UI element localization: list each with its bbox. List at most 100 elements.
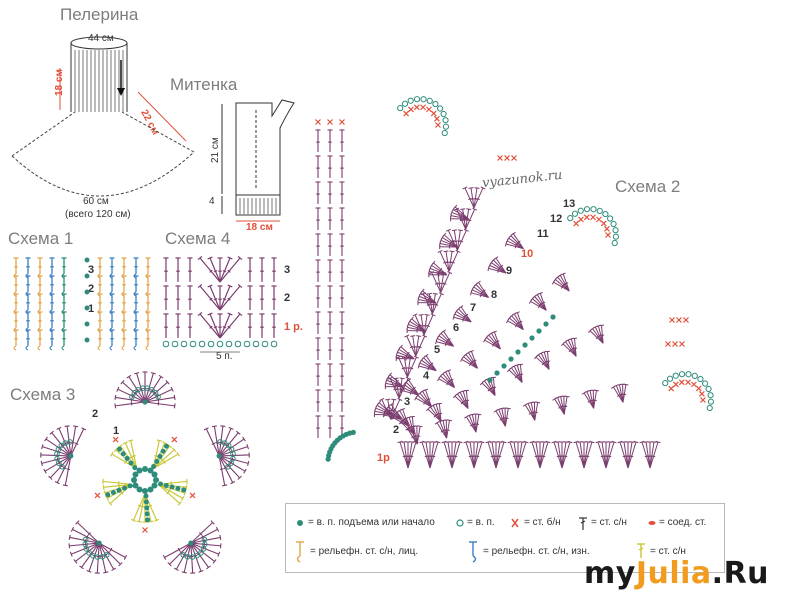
chain-stitch	[407, 97, 414, 104]
dc-stem	[560, 396, 565, 415]
dc-stem	[504, 408, 509, 427]
dc-top-bar	[197, 255, 203, 261]
dc-stem	[605, 441, 615, 469]
chain-stitch	[82, 536, 89, 543]
dc-stem	[439, 421, 448, 439]
dc-stitch	[533, 441, 541, 469]
dc-cross-bar	[497, 269, 500, 273]
dc-stem	[390, 404, 402, 420]
dc-stitch	[145, 257, 151, 274]
dc-stem	[589, 330, 604, 344]
chain-start-stitch	[120, 451, 126, 457]
chain-start-stitch	[84, 257, 90, 263]
chain-stitch	[685, 371, 692, 378]
dc-cross-bar	[222, 297, 227, 301]
dc-stem	[436, 422, 448, 439]
dc-stem	[465, 441, 475, 469]
dc-cross-bar	[427, 366, 430, 371]
dc-stitch	[133, 275, 139, 292]
dc-stem	[423, 357, 437, 372]
dc-stem	[69, 536, 100, 544]
dc-top-bar	[81, 427, 87, 431]
dc-top-bar	[154, 518, 160, 522]
dc-top-bar	[449, 250, 455, 253]
dc-top-bar	[173, 403, 176, 409]
dc-stem	[491, 262, 507, 274]
dc-stem	[403, 384, 420, 396]
dc-stitch	[440, 271, 453, 293]
chain-stitch	[611, 239, 618, 247]
dc-top-bar	[102, 484, 105, 490]
dc-stem	[452, 209, 469, 220]
sc-stroke	[189, 492, 196, 499]
dc-cross-bar	[179, 550, 183, 555]
dc-stem	[421, 359, 437, 372]
chain-stitch	[590, 206, 597, 213]
sc-stitch	[430, 110, 437, 117]
dc-cross-bar	[85, 535, 89, 539]
dc-stitch	[207, 284, 221, 311]
dc-stem	[71, 542, 100, 555]
legend-symbols	[296, 517, 656, 563]
dc-top-bar	[400, 387, 403, 393]
sc-stroke	[407, 106, 414, 113]
sc-stroke	[600, 220, 607, 227]
dc-cross-bar	[453, 455, 458, 458]
dc-top-bar	[173, 567, 179, 572]
chain-stitch	[200, 546, 207, 552]
dc-top-bar	[103, 571, 109, 574]
dc-stitch	[339, 285, 345, 308]
dc-top-bar	[480, 186, 486, 190]
dc-top-bar	[504, 241, 508, 247]
dc-stem	[593, 390, 597, 409]
dc-stem	[440, 375, 455, 388]
dc-stem	[583, 441, 593, 469]
dc-stem	[442, 373, 455, 388]
dc-top-bar	[529, 440, 535, 444]
dc-stem	[400, 346, 415, 360]
dc-top-bar	[197, 283, 203, 289]
sc-stitch	[679, 341, 685, 347]
scheme2-chart	[315, 96, 715, 469]
dc-stem	[475, 284, 489, 298]
dc-cross-bar	[87, 532, 91, 536]
dc-stem	[111, 453, 138, 470]
pelerina-sketch	[11, 36, 195, 197]
scheme4-row-1: 1 р.	[284, 321, 303, 333]
dc-top-bar	[113, 447, 118, 453]
dc-stitch	[218, 426, 234, 457]
dc-stitch	[145, 311, 151, 328]
dc-cross-bar	[401, 366, 406, 370]
dc-stitch	[190, 542, 222, 549]
dc-stitch	[145, 293, 151, 310]
dc-cross-bar	[74, 442, 79, 445]
dc-stitch	[37, 275, 43, 292]
dc-top-bar	[501, 440, 507, 444]
dc-stem	[448, 370, 455, 388]
relief-hook	[109, 345, 113, 351]
title-pelerina: Пелерина	[60, 5, 139, 24]
dc-top-bar	[391, 415, 395, 420]
scheme2-row-7: 7	[470, 302, 477, 314]
dc-top-bar	[222, 484, 228, 487]
dc-stitch	[435, 339, 454, 347]
dc-stitch	[25, 329, 31, 346]
dc-stem	[219, 313, 241, 339]
dc-top-bar	[541, 441, 547, 443]
dc-top-bar	[452, 393, 458, 399]
dc-top-bar	[185, 484, 188, 490]
dc-top-bar	[212, 559, 217, 564]
legend-dc-yellow-symbol	[637, 543, 645, 558]
sc-stroke	[700, 397, 706, 403]
legend-relief-front: = рельефн. ст. с/н, лиц.	[310, 546, 419, 557]
dc-top-bar	[585, 441, 591, 443]
dc-stitch	[621, 441, 629, 469]
dc-stem	[466, 416, 477, 433]
dc-stitch	[181, 542, 192, 574]
scheme1-chart	[13, 257, 151, 351]
dc-stitch	[97, 257, 103, 274]
dc-stem	[64, 455, 72, 486]
dc-stem	[399, 410, 410, 427]
dc-stem	[205, 428, 220, 457]
dc-cross-bar	[587, 400, 592, 403]
